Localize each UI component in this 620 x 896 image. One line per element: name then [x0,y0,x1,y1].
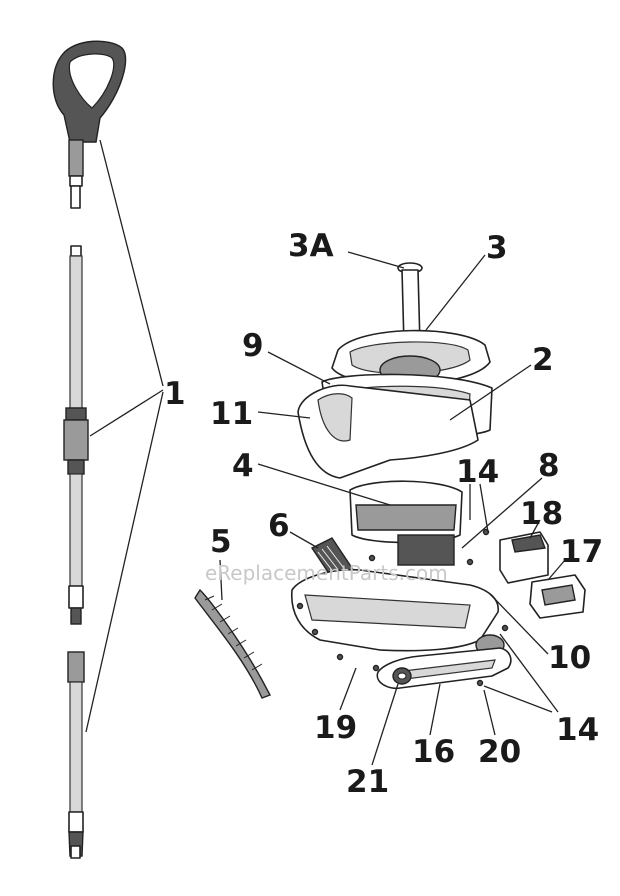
filter-frame-17 [529,574,586,619]
label-part-9: 9 [242,328,264,364]
label-part-14-bottom: 14 [556,712,599,748]
label-part-1: 1 [164,376,186,412]
label-part-5: 5 [210,524,232,560]
label-part-10: 10 [548,640,591,676]
leader-lines [219,251,566,766]
watermark: eReplacementParts.com [205,561,448,585]
base-housing-10-19 [290,568,505,656]
edge-brush-5 [194,588,271,699]
filter-pack-18 [499,531,549,584]
label-part-19: 19 [314,710,357,746]
handle-grip [52,40,127,209]
label-part-4: 4 [232,448,254,484]
label-part-11: 11 [210,396,253,432]
label-part-17: 17 [560,534,603,570]
label-part-16: 16 [412,734,455,770]
label-part-3: 3 [486,230,508,266]
wheel-21 [392,667,412,685]
upper-wand-tube [63,245,89,625]
label-part-21: 21 [346,764,389,800]
label-part-8: 8 [538,448,560,484]
label-part-14-top: 14 [456,454,499,490]
label-part-6: 6 [268,508,290,544]
leader-lines-part-1 [85,139,164,733]
label-part-3a: 3A [288,228,334,264]
label-part-2: 2 [532,342,554,378]
body-shell-11 [297,384,479,479]
lower-wand-tube [67,651,85,859]
label-part-18: 18 [520,496,563,532]
label-part-20: 20 [478,734,521,770]
filter-housing-4 [349,480,463,566]
screws-14 [296,528,509,687]
